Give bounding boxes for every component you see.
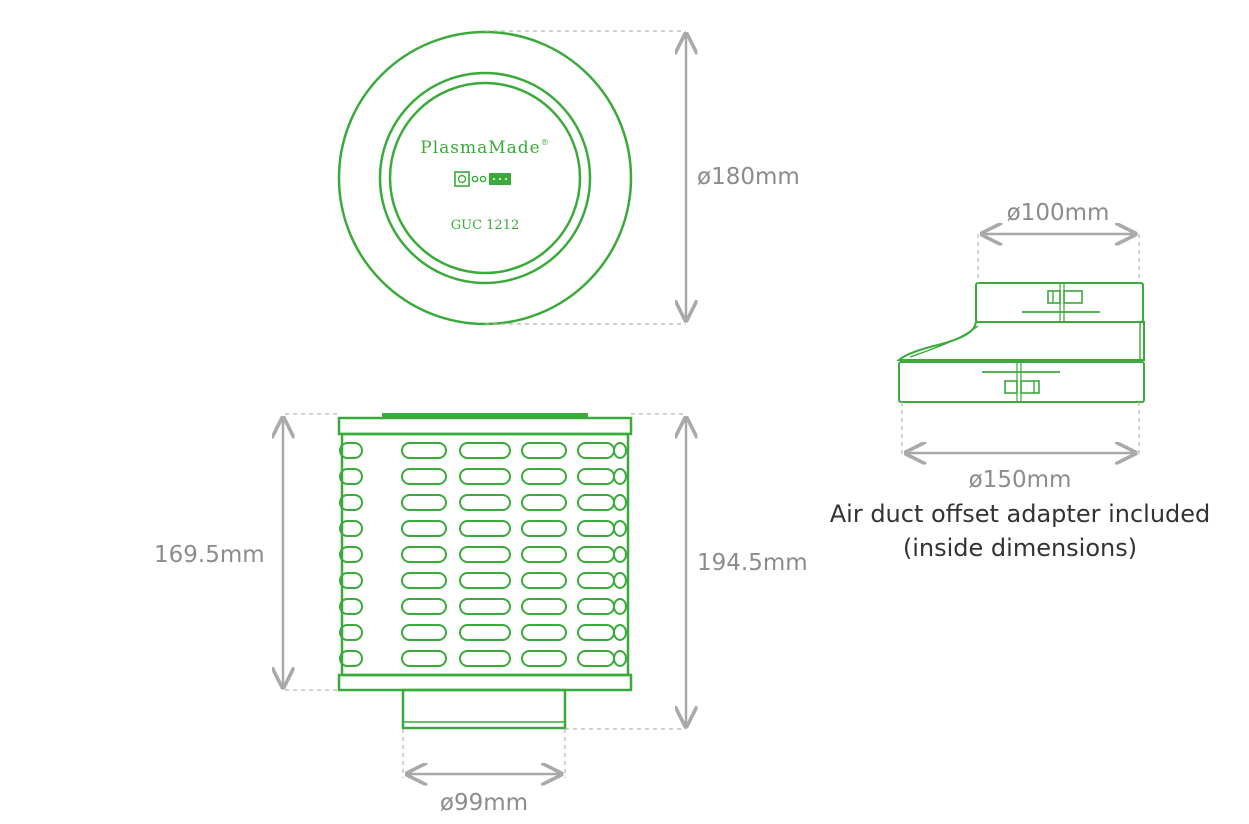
- slot-pattern: [339, 442, 627, 667]
- outlet-neck: [401, 688, 567, 730]
- vent-slot: [339, 598, 363, 615]
- vent-slot: [459, 520, 511, 537]
- adapter-view: ø100mm ø150mm Air duct offset adapter in…: [830, 200, 1211, 562]
- vent-slot: [577, 468, 615, 485]
- indicator-light-icon: [479, 175, 487, 183]
- vent-slot: [339, 546, 363, 563]
- vent-slot: [521, 546, 567, 563]
- vent-slot: [339, 520, 363, 537]
- vent-slot: [401, 624, 447, 641]
- vent-slot: [613, 494, 627, 511]
- vent-slot: [459, 598, 511, 615]
- vent-slot: [401, 546, 447, 563]
- bottom-cap: [337, 673, 633, 692]
- vent-slot: [401, 468, 447, 485]
- vent-slot: [401, 442, 447, 459]
- vent-slot: [613, 572, 627, 589]
- top-cap: [337, 416, 633, 436]
- vent-slot: [577, 572, 615, 589]
- vent-slot: [613, 468, 627, 485]
- vent-slot: [339, 442, 363, 459]
- vent-slot: [401, 520, 447, 537]
- dimension-label-adapter-top: ø100mm: [1007, 200, 1110, 226]
- vent-slot: [521, 494, 567, 511]
- vent-slot: [577, 520, 615, 537]
- dimension-label-outlet-diameter: ø99mm: [440, 790, 528, 816]
- vent-slot: [401, 572, 447, 589]
- dimension-label-body-height: 169.5mm: [154, 542, 265, 568]
- vent-slot: [613, 624, 627, 641]
- dimension-label-top-diameter: ø180mm: [697, 164, 800, 190]
- vent-slot: [521, 572, 567, 589]
- adapter-offset-transition: [896, 321, 1145, 361]
- vent-slot: [613, 442, 627, 459]
- vent-slot: [401, 494, 447, 511]
- vent-slot: [577, 494, 615, 511]
- dimension-label-total-height: 194.5mm: [697, 550, 808, 576]
- vent-slot: [459, 468, 511, 485]
- vent-slot: [339, 468, 363, 485]
- vent-slot: [401, 598, 447, 615]
- vent-slot: [577, 546, 615, 563]
- vent-slot: [613, 520, 627, 537]
- vent-slot: [521, 442, 567, 459]
- vent-slot: [339, 572, 363, 589]
- vent-slot: [613, 546, 627, 563]
- side-view: 169.5mm 194.5mm ø99mm: [154, 413, 808, 816]
- dimension-label-adapter-bottom: ø150mm: [969, 467, 1072, 493]
- vent-slot: [613, 598, 627, 615]
- adapter-caption-line1: Air duct offset adapter included: [830, 500, 1211, 528]
- vent-slot: [521, 520, 567, 537]
- vent-slot: [521, 468, 567, 485]
- vent-slot: [577, 650, 615, 667]
- adapter-bottom-collar: [898, 361, 1145, 403]
- vent-slot: [459, 494, 511, 511]
- vent-slot: [459, 546, 511, 563]
- model-label: GUC 1212: [451, 218, 520, 233]
- vent-slot: [459, 650, 511, 667]
- vent-slot: [401, 650, 447, 667]
- vent-slot: [339, 494, 363, 511]
- vent-slot: [521, 650, 567, 667]
- vent-slot: [521, 598, 567, 615]
- filter-body: [340, 432, 630, 677]
- vent-slot: [339, 650, 363, 667]
- vent-slot: [521, 624, 567, 641]
- brand-logo: PlasmaMade®: [420, 138, 549, 158]
- adapter-caption-line2: (inside dimensions): [903, 534, 1137, 562]
- vent-slot: [577, 598, 615, 615]
- vent-slot: [339, 624, 363, 641]
- vent-slot: [613, 650, 627, 667]
- vent-slot: [459, 624, 511, 641]
- vent-slot: [459, 442, 511, 459]
- power-socket-icon: [454, 171, 470, 187]
- top-view-inner-ring: [388, 81, 582, 275]
- device-control-icons: [454, 171, 511, 187]
- top-view-middle-ring: [378, 71, 592, 285]
- top-view: PlasmaMade® GUC 1212 ø180mm: [337, 30, 800, 326]
- vent-slot: [459, 572, 511, 589]
- vent-slot: [577, 624, 615, 641]
- indicator-light-icon: [471, 175, 479, 183]
- vent-slot: [577, 442, 615, 459]
